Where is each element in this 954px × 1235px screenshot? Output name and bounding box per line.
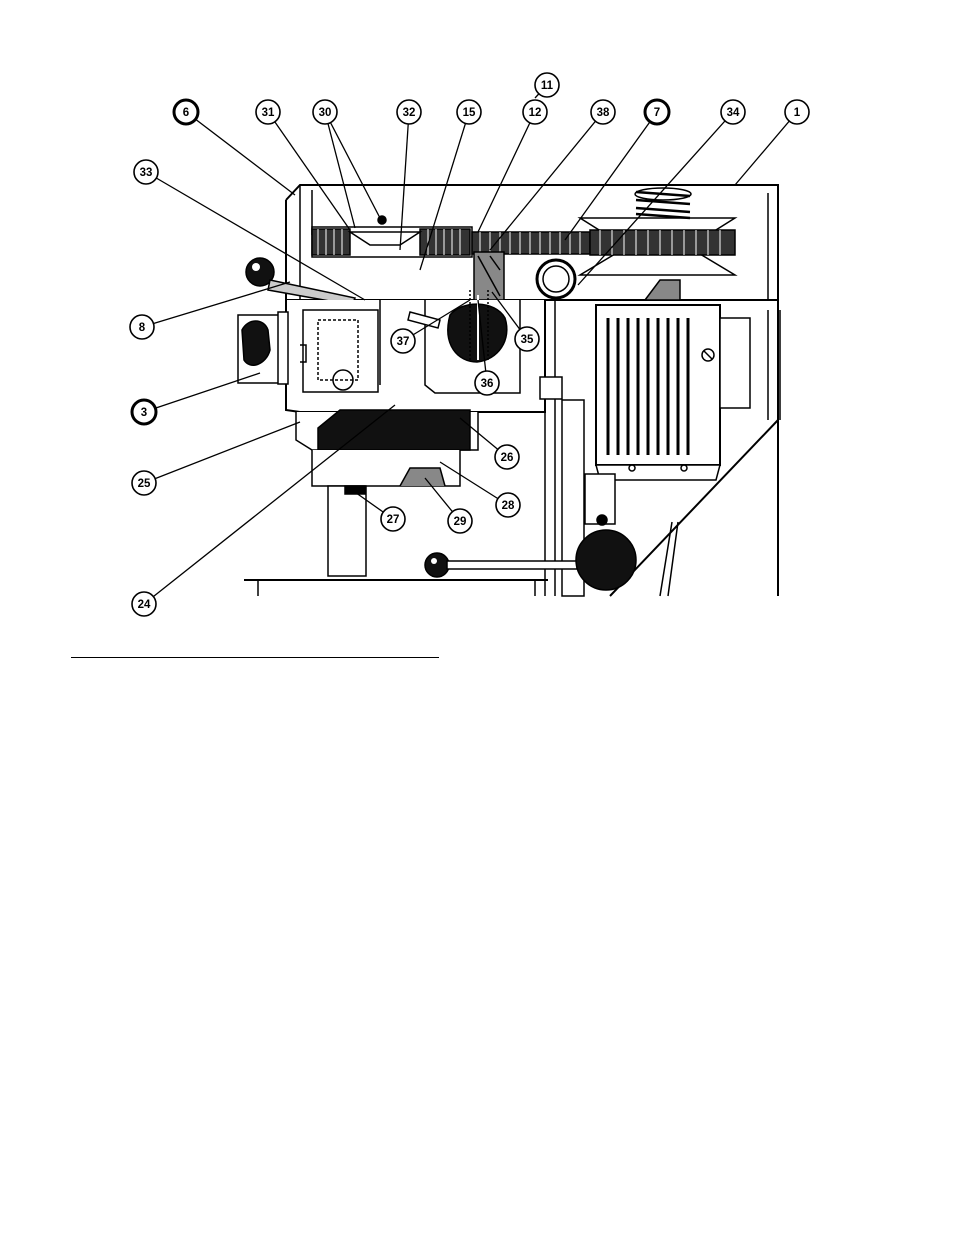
- callout-1-label: 1: [794, 107, 801, 119]
- footnote-separator-line: [71, 657, 439, 658]
- idler-pulley: [471, 231, 591, 301]
- callout-3-label: 3: [141, 407, 147, 419]
- callout-24: 24: [131, 591, 157, 617]
- callout-30-label: 30: [319, 107, 332, 119]
- callout-11-label: 11: [541, 80, 554, 92]
- motor-pulley: [577, 187, 738, 301]
- callout-28: 28: [495, 492, 521, 518]
- callout-25-label: 25: [138, 478, 151, 490]
- callout-29-label: 29: [454, 516, 467, 528]
- callout-30: 30: [312, 99, 338, 125]
- machine-drawing: [237, 184, 781, 597]
- callout-34-label: 34: [727, 107, 740, 119]
- lower-handle: [424, 529, 637, 591]
- callout-8: 8: [129, 314, 155, 340]
- drill-press-parts-diagram: 1 3 6 7 8 11 12 15: [129, 72, 810, 617]
- callout-38-label: 38: [597, 107, 610, 119]
- callout-36-label: 36: [481, 378, 494, 390]
- callout-34: 34: [720, 99, 746, 125]
- callout-15: 15: [456, 99, 482, 125]
- feed-handle: [245, 257, 357, 306]
- callout-33: 33: [133, 159, 159, 185]
- callout-32: 32: [396, 99, 422, 125]
- motor: [595, 304, 751, 481]
- callout-7-label: 7: [654, 107, 660, 119]
- callout-27: 27: [380, 506, 406, 532]
- callout-38: 38: [590, 99, 616, 125]
- callout-33-label: 33: [140, 167, 153, 179]
- callout-12: 12: [522, 99, 548, 125]
- callout-28-label: 28: [502, 500, 515, 512]
- callout-37-label: 37: [397, 336, 410, 348]
- depth-stop-knob: [237, 311, 289, 385]
- callout-6: 6: [172, 98, 200, 126]
- callout-26: 26: [494, 444, 520, 470]
- callout-1: 1: [784, 99, 810, 125]
- quill-housing: [295, 409, 479, 577]
- callout-35: 35: [514, 326, 540, 352]
- callout-7: 7: [643, 98, 671, 126]
- callout-32-label: 32: [403, 107, 416, 119]
- callout-36: 36: [474, 370, 500, 396]
- callout-8-label: 8: [139, 322, 146, 334]
- callouts: 1 3 6 7 8 11 12 15: [129, 72, 810, 617]
- callout-25: 25: [131, 470, 157, 496]
- callout-26-label: 26: [501, 452, 514, 464]
- callout-6-label: 6: [183, 107, 189, 119]
- callout-31-label: 31: [262, 107, 275, 119]
- callout-3: 3: [130, 398, 158, 426]
- callout-11: 11: [534, 72, 560, 98]
- callout-31: 31: [255, 99, 281, 125]
- callout-35-label: 35: [521, 334, 534, 346]
- callout-27-label: 27: [387, 514, 400, 526]
- callout-24-label: 24: [138, 599, 151, 611]
- callout-12-label: 12: [529, 107, 542, 119]
- work-table: [244, 579, 548, 596]
- spindle-pulley: [311, 215, 473, 258]
- callout-15-label: 15: [463, 107, 476, 119]
- callout-29: 29: [447, 508, 473, 534]
- callout-37: 37: [390, 328, 416, 354]
